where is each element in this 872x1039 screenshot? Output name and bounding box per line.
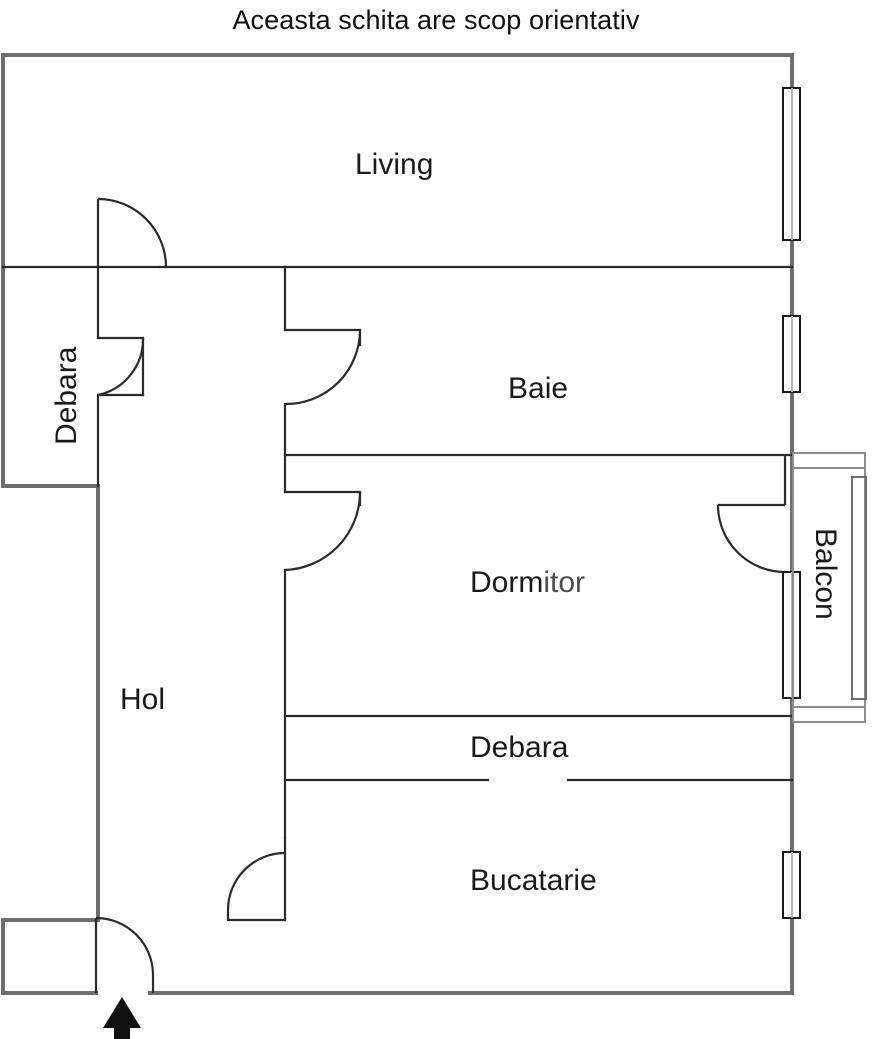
room-label-debara-left: Debara (50, 346, 83, 445)
balcon-window (851, 476, 867, 700)
room-label-hol: Hol (120, 683, 166, 716)
bucatarie-door (226, 851, 286, 920)
balcon-structure (792, 452, 867, 723)
door-swings (94, 197, 787, 993)
main-entrance-door (94, 916, 155, 993)
dormitor-door (284, 491, 362, 572)
room-label-bucatarie: Bucatarie (470, 864, 597, 897)
balcon-door (716, 455, 787, 574)
page-title: Aceasta schita are scop orientativ (232, 5, 640, 35)
interior-partitions (1, 265, 794, 922)
room-label-dormitor-part1: Dorm (470, 566, 544, 599)
room-label-baie: Baie (508, 372, 569, 405)
windows (782, 87, 801, 919)
outer-walls (1, 53, 794, 995)
room-label-debara-center: Debara (470, 731, 569, 764)
room-label-balcon: Balcon (809, 528, 842, 620)
room-label-living: Living (355, 148, 434, 181)
debara-left-door (97, 337, 145, 397)
entrance-direction-arrow (103, 997, 141, 1039)
living-entry-door (96, 197, 168, 268)
room-label-dormitor: Dormitor (470, 568, 585, 598)
baie-door (284, 329, 362, 406)
room-label-dormitor-part2: itor (543, 566, 586, 599)
